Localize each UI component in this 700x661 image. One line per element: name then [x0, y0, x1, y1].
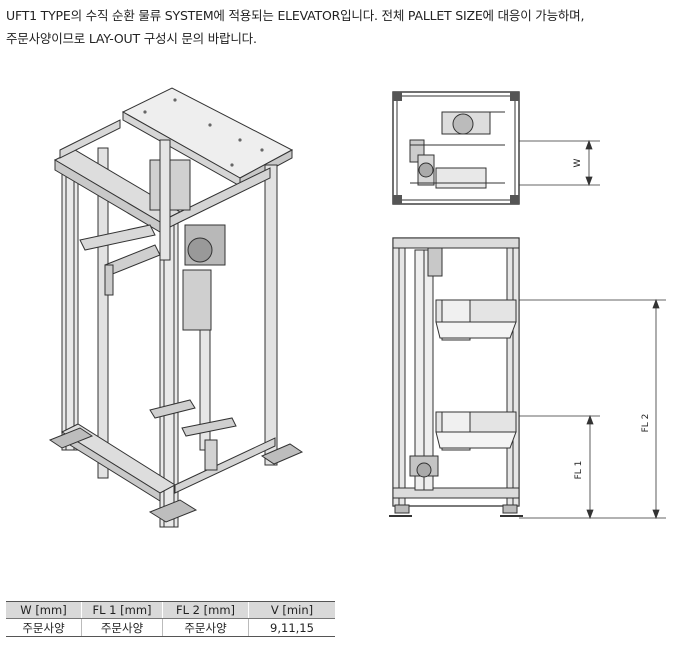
cell-v: 9,11,15 [248, 618, 335, 637]
description-line-1: UFT1 TYPE의 수직 순환 물류 SYSTEM에 적용되는 ELEVATO… [6, 8, 585, 23]
top-view [392, 91, 520, 205]
elevator-isometric-view [48, 87, 304, 528]
description-text: UFT1 TYPE의 수직 순환 물류 SYSTEM에 적용되는 ELEVATO… [6, 4, 696, 50]
dimension-fl2-label: FL 2 [641, 414, 651, 433]
header-w: W [mm] [6, 601, 82, 619]
front-view [389, 237, 523, 517]
spec-table: W [mm] FL 1 [mm] FL 2 [mm] V [min] 주문사양 … [6, 601, 335, 637]
dimension-fl [519, 298, 666, 520]
header-v: V [min] [248, 601, 335, 619]
cell-w: 주문사양 [6, 618, 82, 637]
spec-table-header-row: W [mm] FL 1 [mm] FL 2 [mm] V [min] [6, 601, 335, 619]
dimension-fl1-label: FL 1 [574, 461, 584, 480]
cell-fl2: 주문사양 [162, 618, 249, 637]
description-line-2: 주문사양이므로 LAY-OUT 구성시 문의 바랍니다. [6, 31, 257, 46]
cell-fl1: 주문사양 [81, 618, 163, 637]
header-fl2: FL 2 [mm] [162, 601, 249, 619]
dimension-w [519, 139, 600, 187]
header-fl1: FL 1 [mm] [81, 601, 163, 619]
table-row: 주문사양 주문사양 주문사양 9,11,15 [6, 618, 335, 637]
dimension-w-label: W [573, 158, 583, 167]
elevator-drawing: W FL 1 [48, 87, 666, 528]
